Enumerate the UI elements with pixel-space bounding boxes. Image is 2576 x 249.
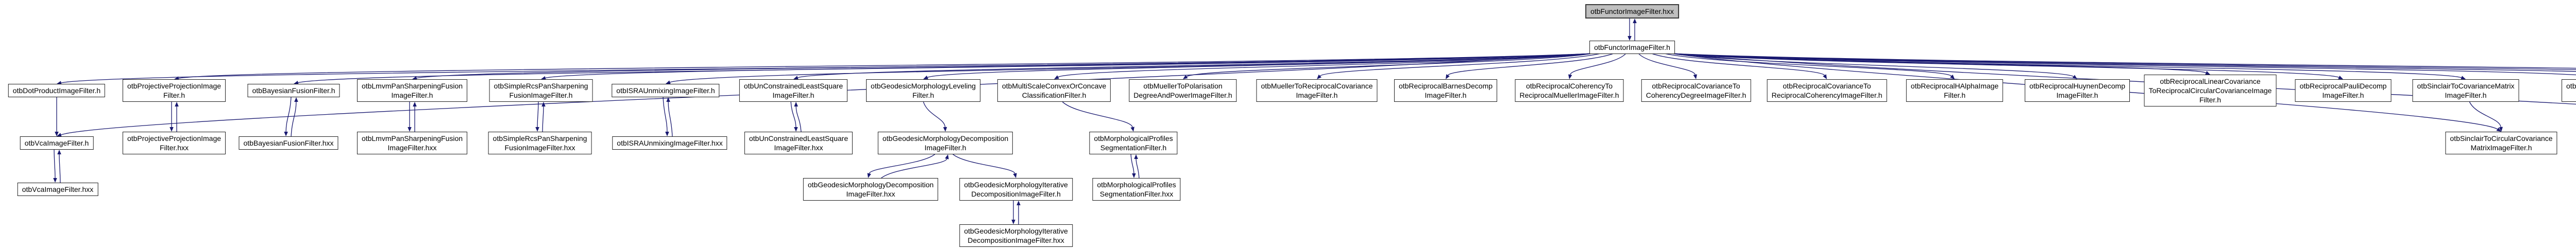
node-gmid_hxx[interactable]: otbGeodesicMorphologyIterative Decomposi…	[959, 224, 1073, 247]
node-mueller_reccov_h[interactable]: otbMuellerToReciprocalCovariance ImageFi…	[1256, 79, 1378, 102]
node-gmd_h[interactable]: otbGeodesicMorphologyDecomposition Image…	[877, 132, 1013, 154]
node-rec_pauli_h[interactable]: otbReciprocalPauliDecomp ImageFilter.h	[2295, 79, 2392, 102]
node-projproj_hxx[interactable]: otbProjectiveProjectionImage Filter.hxx	[122, 132, 226, 154]
node-unconstrained_h[interactable]: otbUnConstrainedLeastSquare ImageFilter.…	[739, 79, 848, 102]
node-simplercs_hxx[interactable]: otbSimpleRcsPanSharpening FusionImageFil…	[488, 132, 592, 154]
node-mps_h[interactable]: otbMorphologicalProfiles SegmentationFil…	[1089, 132, 1178, 154]
node-functor_h[interactable]: otbFunctorImageFilter.h	[1589, 41, 1675, 54]
node-rec_covreccoh_h[interactable]: otbReciprocalCovarianceTo ReciprocalCohe…	[1767, 79, 1887, 102]
node-dotproduct_h[interactable]: otbDotProductImageFilter.h	[8, 84, 106, 97]
node-rec_covcohdeg_h[interactable]: otbReciprocalCovarianceTo CoherencyDegre…	[1641, 79, 1751, 102]
node-rec_huynen_h[interactable]: otbReciprocalHuynenDecomp ImageFilter.h	[2025, 79, 2130, 102]
node-rec_halpha_h[interactable]: otbReciprocalHAlphaImage Filter.h	[1906, 79, 2004, 102]
node-vca_h[interactable]: otbVcaImageFilter.h	[20, 136, 94, 150]
node-rec_cohmueller_h[interactable]: otbReciprocalCoherencyTo ReciprocalMuell…	[1515, 79, 1624, 102]
node-leveling_h[interactable]: otbGeodesicMorphologyLeveling Filter.h	[866, 79, 980, 102]
node-isra_hxx[interactable]: otbISRAUnmixingImageFilter.hxx	[612, 136, 727, 150]
node-gmid_h[interactable]: otbGeodesicMorphologyIterative Decomposi…	[959, 178, 1073, 201]
node-mueller_pol_h[interactable]: otbMuellerToPolarisation DegreeAndPowerI…	[1129, 79, 1237, 102]
node-sin_coh_h[interactable]: otbSinclairToCoherencyMatrix ImageFilter…	[2562, 79, 2576, 102]
node-rec_lincov_h[interactable]: otbReciprocalLinearCovariance ToReciproc…	[2144, 75, 2277, 106]
node-functor_hxx[interactable]: otbFunctorImageFilter.hxx	[1585, 4, 1679, 19]
node-sin_circcov_h[interactable]: otbSinclairToCircularCovariance MatrixIm…	[2445, 132, 2557, 154]
node-vca_hxx[interactable]: otbVcaImageFilter.hxx	[17, 183, 98, 196]
node-sin_cov_h[interactable]: otbSinclairToCovarianceMatrix ImageFilte…	[2412, 79, 2519, 102]
node-bayes_h[interactable]: otbBayesianFusionFilter.h	[247, 84, 340, 97]
node-projproj_h[interactable]: otbProjectiveProjectionImage Filter.h	[122, 79, 226, 102]
node-lmvm_hxx[interactable]: otbLmvmPanSharpeningFusion ImageFilter.h…	[357, 132, 468, 154]
node-unconstrained_hxx[interactable]: otbUnConstrainedLeastSquare ImageFilter.…	[744, 132, 853, 154]
node-isra_h[interactable]: otbISRAUnmixingImageFilter.h	[612, 84, 720, 97]
node-rec_barnes_h[interactable]: otbReciprocalBarnesDecomp ImageFilter.h	[1394, 79, 1498, 102]
node-mps_hxx[interactable]: otbMorphologicalProfiles SegmentationFil…	[1092, 178, 1181, 201]
node-simplercs_h[interactable]: otbSimpleRcsPanSharpening FusionImageFil…	[489, 79, 593, 102]
node-gmd_hxx[interactable]: otbGeodesicMorphologyDecomposition Image…	[803, 178, 939, 201]
node-lmvm_h[interactable]: otbLmvmPanSharpeningFusion ImageFilter.h	[357, 79, 468, 102]
node-bayes_hxx[interactable]: otbBayesianFusionFilter.hxx	[239, 136, 338, 150]
node-multiscale_h[interactable]: otbMultiScaleConvexOrConcave Classificat…	[997, 79, 1111, 102]
